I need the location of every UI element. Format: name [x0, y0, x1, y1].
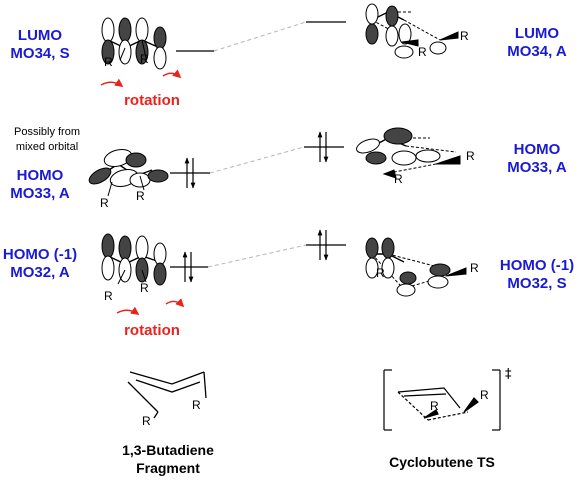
r-label: R [394, 172, 403, 186]
cyclobutene-homo-orbitals: R R [356, 127, 475, 186]
caption-cyclobutene: Cyclobutene TS [389, 454, 495, 470]
electron-pairs [182, 131, 329, 283]
right-homo1-line1: HOMO (-1) [500, 257, 574, 274]
butadiene-structure: R R [127, 371, 207, 428]
left-homo-line1: HOMO [17, 167, 64, 184]
electron-pair-arrow-icon [182, 251, 194, 283]
note-line1: Possibly from [14, 126, 80, 138]
note-line2: mixed orbital [16, 141, 78, 153]
r-label: R [140, 52, 149, 66]
left-lumo-line2: MO34, S [10, 45, 69, 62]
r-label: R [376, 266, 385, 280]
caption-butadiene: 1,3-Butadiene Fragment [122, 442, 214, 476]
right-lumo-line2: MO34, A [507, 43, 567, 60]
homo1-rotation-arrows [116, 298, 185, 315]
left-label-homo-minus-1: HOMO (-1) MO32, A [3, 246, 77, 281]
p-orbital-lobe-icon [427, 263, 451, 289]
r-label: R [480, 388, 489, 402]
left-homo1-line1: HOMO (-1) [3, 246, 77, 263]
r-label: R [140, 281, 149, 295]
r-label: R [466, 149, 475, 163]
rotation-label-top: rotation [124, 92, 180, 109]
left-homo-line2: MO33, A [10, 185, 70, 202]
left-lumo-line1: LUMO [18, 27, 62, 44]
ts-double-dagger: ‡ [505, 367, 512, 382]
caption-butadiene-line1: 1,3-Butadiene [122, 442, 214, 458]
r-label: R [430, 399, 439, 413]
p-orbital-lobe-icon [135, 235, 149, 283]
lumo-correlation [213, 21, 307, 52]
right-homo1-line2: MO32, S [507, 275, 566, 292]
right-homo-line2: MO33, A [507, 159, 567, 176]
r-label: R [192, 398, 201, 412]
p-orbital-lobe-icon [88, 167, 112, 185]
p-orbital-lobe-icon [356, 138, 387, 165]
p-orbital-lobe-icon [415, 149, 441, 163]
left-label-lumo: LUMO MO34, S [10, 27, 69, 62]
rotation-arrow-icon [165, 298, 185, 308]
right-lumo-line1: LUMO [515, 25, 559, 42]
p-orbital-lobe-icon [396, 271, 417, 297]
left-label-homo: HOMO MO33, A [10, 167, 70, 202]
p-orbital-lobe-icon [153, 242, 167, 286]
r-label: R [460, 29, 469, 43]
p-orbital-lobe-icon [365, 3, 379, 45]
cyclobutene-ts-structure: R R ‡ [383, 367, 512, 431]
butadiene-homo1-orbitals: R R [101, 233, 167, 303]
r-label: R [142, 414, 151, 428]
homo1-correlation [207, 244, 307, 268]
electron-pair-arrow-icon [317, 229, 329, 261]
p-orbital-lobe-icon [101, 233, 115, 281]
p-orbital-lobe-icon [153, 26, 167, 70]
correlation-lines [207, 21, 307, 268]
p-orbital-lobe-icon [383, 127, 417, 166]
right-label-lumo: LUMO MO34, A [507, 25, 567, 60]
r-label: R [104, 289, 113, 303]
p-orbital-lobe-icon [394, 23, 414, 59]
butadiene-lumo-orbitals: R R [101, 17, 167, 70]
right-label-homo-minus-1: HOMO (-1) MO32, S [500, 257, 574, 292]
rotation-arrow-icon [116, 306, 140, 315]
mixed-orbital-note: Possibly from mixed orbital [14, 126, 80, 153]
p-orbital-lobe-icon [429, 41, 447, 55]
p-orbital-lobe-icon [125, 152, 151, 188]
right-homo-line1: HOMO [514, 141, 561, 158]
right-label-homo: HOMO MO33, A [507, 141, 567, 176]
r-label: R [418, 45, 427, 59]
electron-pair-arrow-icon [317, 131, 329, 163]
lumo-rotation-arrows [100, 69, 182, 87]
cyclobutene-lumo-orbitals: R R [365, 3, 469, 59]
r-label: R [136, 189, 145, 203]
r-label: R [104, 55, 113, 69]
p-orbital-lobe-icon [118, 235, 132, 283]
p-orbital-lobe-icon [118, 17, 132, 65]
p-orbital-lobe-icon [365, 237, 379, 279]
rotation-label-bottom: rotation [124, 322, 180, 339]
electron-pair-arrow-icon [184, 157, 196, 189]
r-label: R [470, 261, 479, 275]
p-orbital-lobe-icon [385, 5, 399, 47]
p-orbital-lobe-icon [147, 169, 169, 183]
homo-correlation [209, 146, 305, 174]
p-orbital-lobe-icon [101, 17, 115, 65]
rotation-arrow-icon [100, 78, 124, 87]
p-orbital-lobe-icon [381, 237, 395, 279]
butadiene-homo-orbitals: R R [88, 148, 169, 210]
left-homo1-line2: MO32, A [10, 264, 70, 281]
cyclobutene-homo1-orbitals: R R [365, 237, 479, 297]
caption-butadiene-line2: Fragment [136, 460, 200, 476]
rotation-arrow-icon [162, 69, 182, 79]
r-label: R [100, 196, 109, 210]
